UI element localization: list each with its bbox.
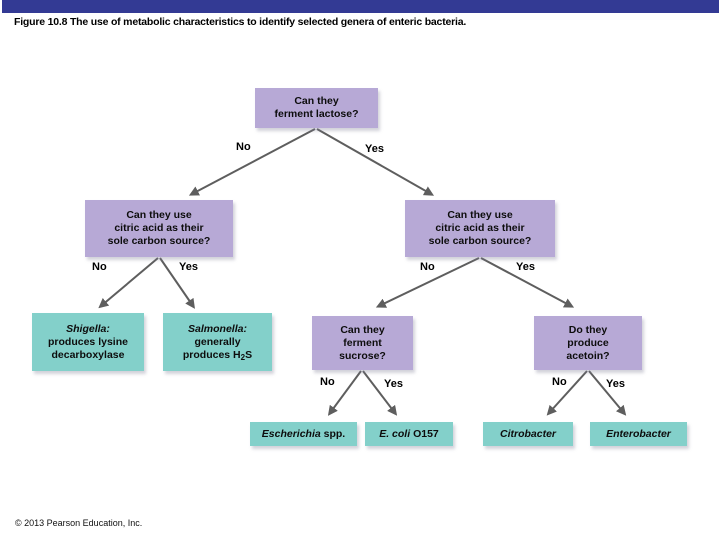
branch-label-citric-left-yes: Yes [179,261,198,273]
edge-sucrose-no [327,370,362,416]
branch-label-acetoin-no: No [552,376,567,388]
figure-title: Figure 10.8 The use of metabolic charact… [14,16,467,28]
branch-label-lactose-no: No [236,141,251,153]
result-box-ecoli-o157: E. coli O157 [365,422,453,446]
edge-citric-right-no [375,257,480,308]
top-bar [2,0,719,13]
edge-lactose-no [188,128,316,196]
branch-label-citric-right-yes: Yes [516,261,535,273]
result-box-enterobacter: Enterobacter [590,422,687,446]
edge-citric-right-yes [480,257,575,308]
edge-acetoin-yes [588,370,627,416]
copyright-text: © 2013 Pearson Education, Inc. [15,518,143,528]
branch-label-citric-right-no: No [420,261,435,273]
edge-citric-left-no [98,257,159,309]
result-box-escherichia: Escherichia spp. [250,422,357,446]
branch-label-sucrose-yes: Yes [384,378,403,390]
edge-sucrose-yes [362,370,398,416]
edge-citric-left-yes [159,257,195,309]
result-box-citrobacter: Citrobacter [483,422,573,446]
edge-acetoin-no [546,370,588,416]
branch-label-lactose-yes: Yes [365,143,384,155]
edge-lactose-yes [316,128,435,196]
branch-label-sucrose-no: No [320,376,335,388]
branch-label-acetoin-yes: Yes [606,378,625,390]
branch-label-citric-left-no: No [92,261,107,273]
